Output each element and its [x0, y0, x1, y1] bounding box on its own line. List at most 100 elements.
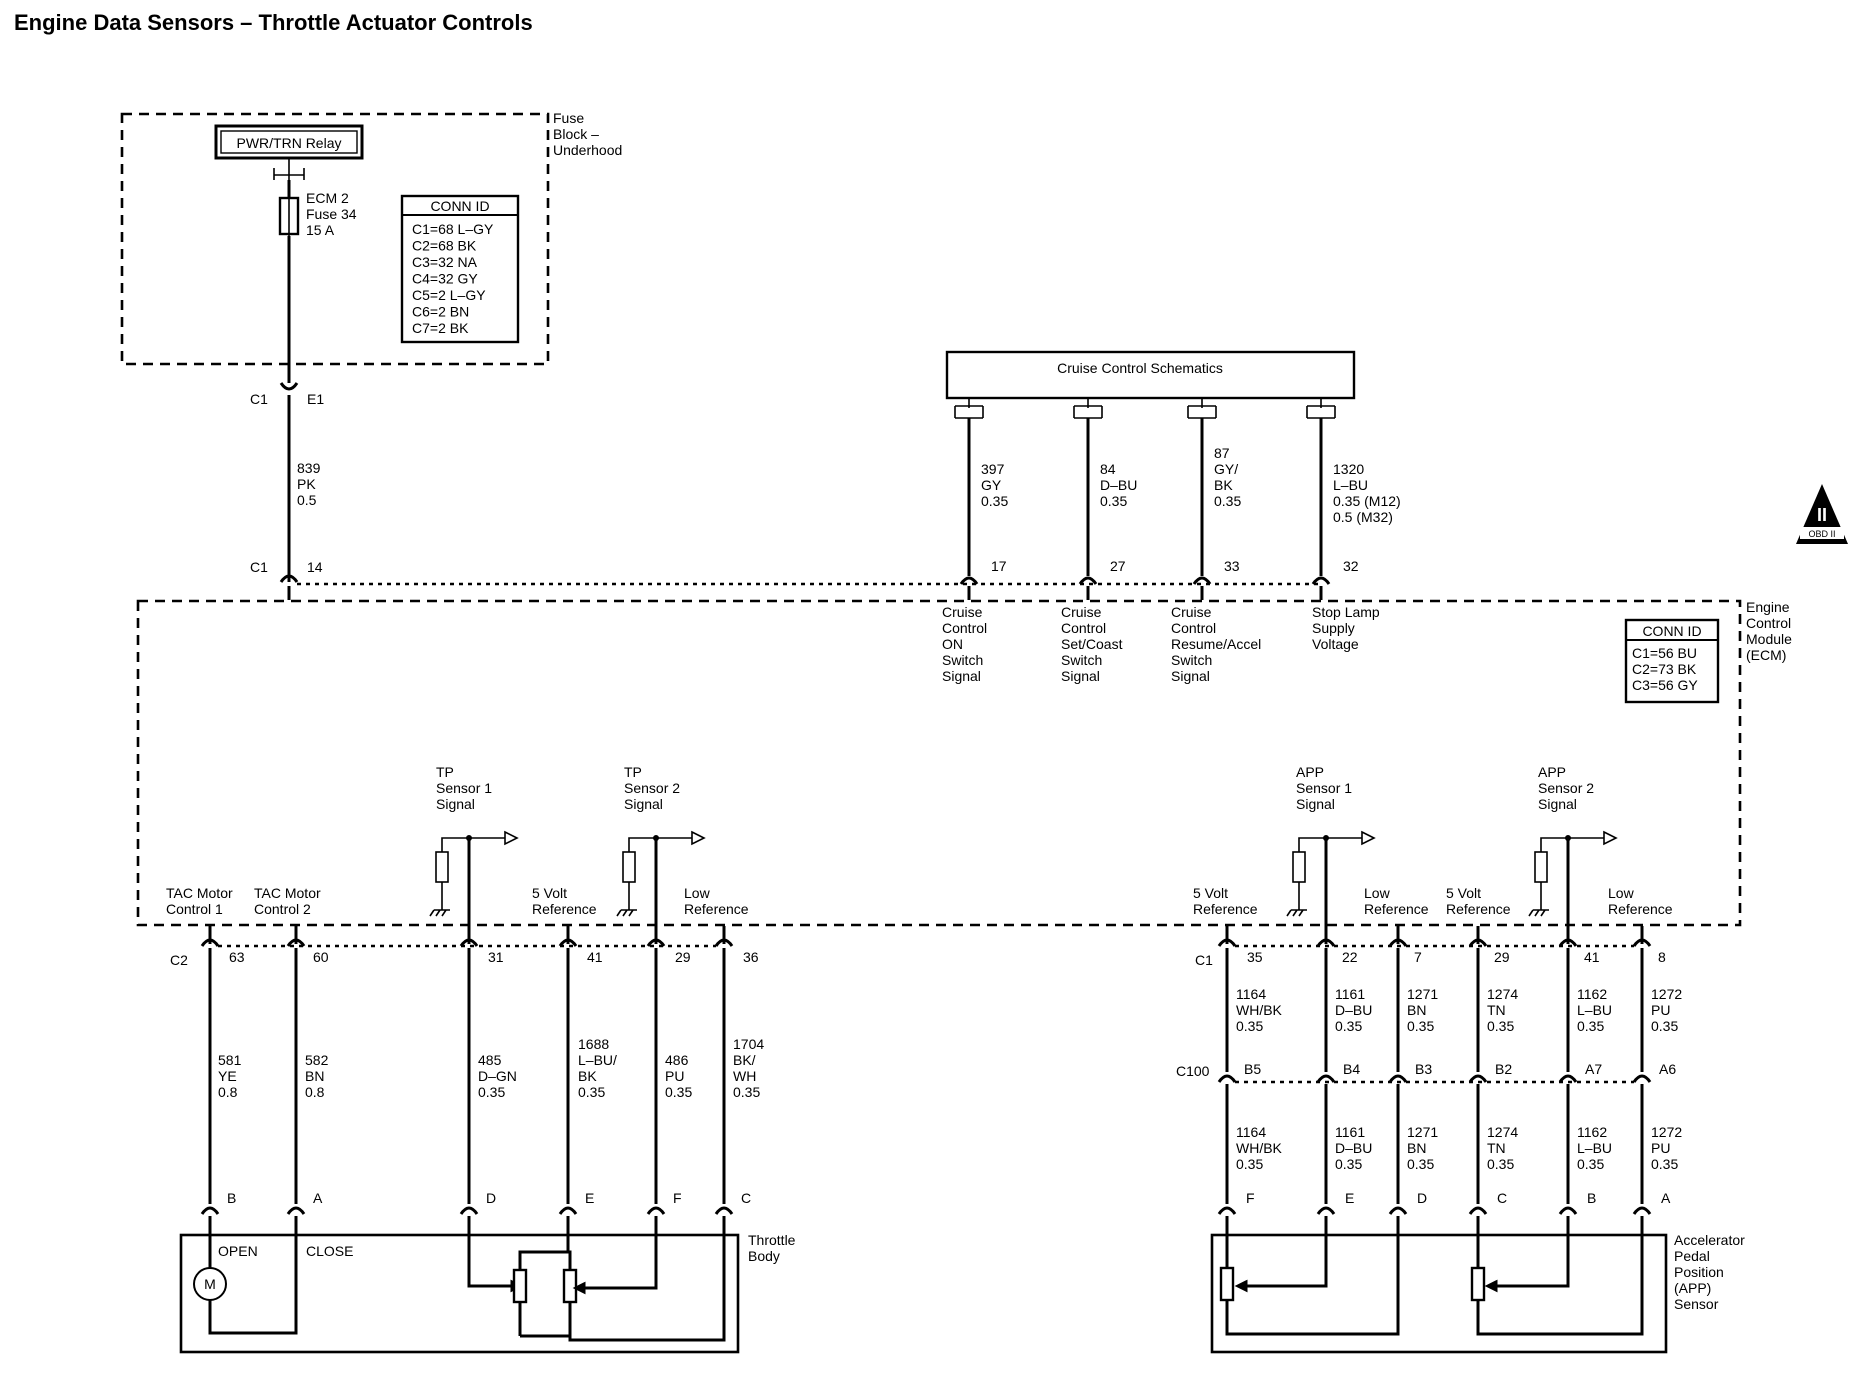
ecm-label: Engine Control Module (ECM)	[1746, 599, 1796, 663]
app-connector-label: C1	[1195, 952, 1213, 968]
ecm-pin-label: 29	[675, 949, 691, 965]
c100-pin-icon	[1217, 1074, 1237, 1083]
app-sensor-2-potentiometer	[1470, 1266, 1486, 1302]
throttle-body-pin-icon	[286, 1206, 306, 1215]
fuse-block-outline	[120, 112, 550, 366]
ecm-pin-label: 60	[313, 949, 329, 965]
c100-pin-icon	[1316, 1074, 1336, 1083]
ecm-pin-label: 31	[488, 949, 504, 965]
app-sensor-pin-icon	[1388, 1206, 1408, 1215]
ecm-pin-label: 36	[743, 949, 759, 965]
throttle-body-pin-icon	[459, 1206, 479, 1215]
pullup-resistor-icon	[1292, 851, 1306, 883]
ecm-pin-label: 41	[1584, 949, 1600, 965]
throttle-connector-label: C2	[170, 952, 188, 968]
open-label: OPEN	[218, 1243, 258, 1259]
close-label: CLOSE	[306, 1243, 353, 1259]
conn-id-item: C5=2 L–GY	[412, 287, 486, 303]
conn-id-item: C1=56 BU	[1632, 645, 1697, 661]
connector-c1-e1-icon	[279, 382, 299, 391]
conn-label: C1	[250, 559, 268, 575]
ecm-pin-label: 22	[1342, 949, 1358, 965]
svg-text:OBD II: OBD II	[1808, 529, 1835, 539]
relay-label: PWR/TRN Relay	[236, 135, 341, 151]
c100-pin-label: B5	[1244, 1061, 1261, 1077]
fuse-label: ECM 2 Fuse 34 15 A	[306, 190, 360, 238]
app-sensor-pin-icon	[1217, 1206, 1237, 1215]
ecm-connector-pin-icon	[1311, 576, 1331, 585]
obd-ii-icon: II OBD II	[1796, 484, 1848, 544]
cruise-box-label: Cruise Control Schematics	[1057, 360, 1223, 376]
c100-pin-icon	[1468, 1074, 1488, 1083]
ecm-connector-c1-pin-icon	[1468, 938, 1488, 947]
throttle-body-pin-icon	[200, 1206, 220, 1215]
throttle-body-pin-icon	[558, 1206, 578, 1215]
tp-sensor-2-potentiometer	[562, 1268, 578, 1304]
app-sensor-pin-label: A	[1661, 1190, 1671, 1206]
ecm-pin-label: 29	[1494, 949, 1510, 965]
svg-text:II: II	[1817, 505, 1827, 525]
app-sensor-pin-label: F	[1246, 1190, 1255, 1206]
throttle-body-pin-icon	[646, 1206, 666, 1215]
c100-pin-icon	[1558, 1074, 1578, 1083]
throttle-body-label: Throttle Body	[748, 1232, 799, 1264]
throttle-body-pin-label: B	[227, 1190, 236, 1206]
conn-pin-label: E1	[307, 391, 324, 407]
app-sensor-pin-icon	[1468, 1206, 1488, 1215]
app-internal-circuits	[1219, 1236, 1644, 1336]
pullup-resistor-icon	[1534, 851, 1548, 883]
ecm-connector-c1-pin-icon	[1388, 938, 1408, 947]
conn-id-item: C3=56 GY	[1632, 677, 1698, 693]
app-sensor-pin-icon	[1558, 1206, 1578, 1215]
c100-pin-label: B3	[1415, 1061, 1432, 1077]
ecm-connector-pin-icon	[1192, 576, 1212, 585]
app-sensor-pin-icon	[1316, 1206, 1336, 1215]
c100-pin-icon	[1388, 1074, 1408, 1083]
ecm-pin-label: 7	[1414, 949, 1422, 965]
c100-pin-label: A7	[1585, 1061, 1602, 1077]
ecm-pin-label: 27	[1110, 558, 1126, 574]
ground-icon	[429, 882, 450, 917]
throttle-body-outline	[179, 1233, 740, 1354]
page-title: Engine Data Sensors – Throttle Actuator …	[14, 10, 533, 35]
motor-label: M	[204, 1276, 216, 1292]
ecm-connector-c1-pin14-icon	[279, 574, 299, 583]
conn-id-item: C3=32 NA	[412, 254, 478, 270]
cruise-control-schematics-box	[945, 350, 1356, 400]
ecm-pin-label: 41	[587, 949, 603, 965]
conn-id-item: C6=2 BN	[412, 304, 469, 320]
conn-id-item: C2=73 BK	[1632, 661, 1697, 677]
ecm-pin-label: 63	[229, 949, 245, 965]
